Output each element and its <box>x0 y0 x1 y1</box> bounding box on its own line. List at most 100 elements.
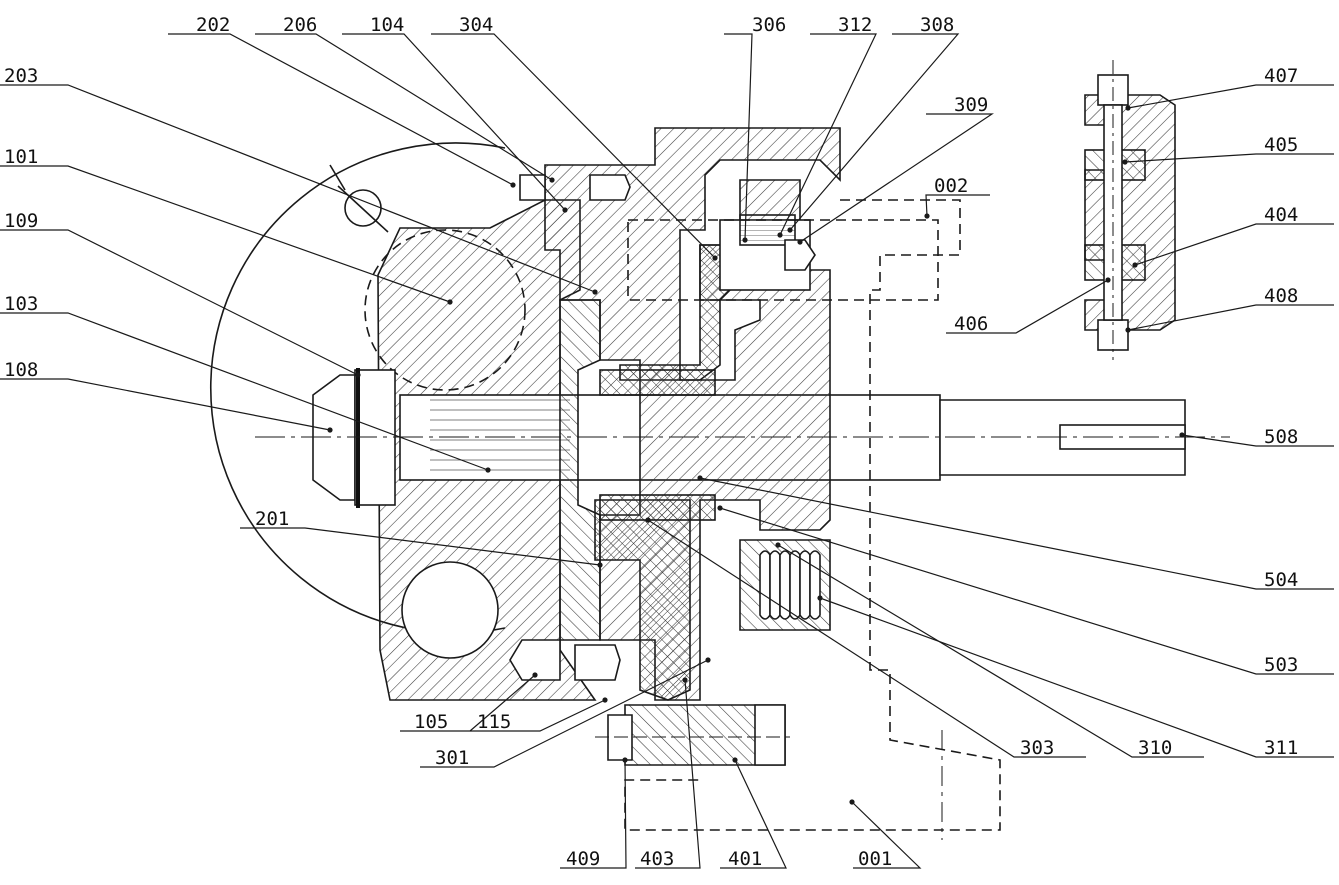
hidden-bore <box>364 229 526 391</box>
spring-coil <box>759 550 771 620</box>
leader-dot-310 <box>775 542 781 548</box>
part-label-403: 403 <box>640 848 674 870</box>
leader-dot-303 <box>645 517 651 523</box>
part-label-508: 508 <box>1264 426 1298 448</box>
part-label-301: 301 <box>435 747 469 769</box>
leader-dot-312 <box>777 232 783 238</box>
leader-201 <box>240 527 601 566</box>
part-label-408: 408 <box>1264 285 1298 307</box>
part-label-405: 405 <box>1264 134 1298 156</box>
keyway <box>1059 424 1186 450</box>
leader-dot-401 <box>732 757 738 763</box>
leader-dot-404 <box>1132 262 1138 268</box>
leader-dot-103 <box>485 467 491 473</box>
seal-ring <box>356 368 360 508</box>
leader-dot-308 <box>787 227 793 233</box>
leader-dot-405 <box>1122 159 1128 165</box>
spring-coil <box>769 550 781 620</box>
detail-housing <box>1084 94 1176 331</box>
piston-ring-bottom <box>599 494 716 521</box>
leader-103 <box>0 312 489 471</box>
gear-nut <box>784 239 816 271</box>
piston-ring-top <box>599 369 716 396</box>
leader-lines <box>0 33 1334 869</box>
leader-310 <box>777 544 1204 758</box>
part-label-115: 115 <box>477 711 511 733</box>
port-circle <box>401 561 499 659</box>
spring-coil <box>789 550 801 620</box>
part-label-103: 103 <box>4 293 38 315</box>
part-label-409: 409 <box>566 848 600 870</box>
leader-dot-406 <box>1105 277 1111 283</box>
part-label-504: 504 <box>1264 569 1298 591</box>
leader-dot-101 <box>447 299 453 305</box>
part-label-303: 303 <box>1020 737 1054 759</box>
top-bolt <box>589 174 631 201</box>
part-label-109: 109 <box>4 210 38 232</box>
part-label-503: 503 <box>1264 654 1298 676</box>
leader-dot-202 <box>510 182 516 188</box>
leader-408 <box>1127 304 1334 331</box>
leader-203 <box>0 84 596 293</box>
part-label-306: 306 <box>752 14 786 36</box>
part-label-401: 401 <box>728 848 762 870</box>
part-label-104: 104 <box>370 14 404 36</box>
leader-401 <box>720 759 787 869</box>
part-label-312: 312 <box>838 14 872 36</box>
leader-406 <box>946 279 1109 334</box>
nut <box>754 704 786 766</box>
leader-108 <box>0 378 331 431</box>
leader-312 <box>779 33 877 236</box>
leader-304 <box>431 33 716 259</box>
leader-dot-407 <box>1125 105 1131 111</box>
leader-dot-115 <box>602 697 608 703</box>
leader-dot-304 <box>712 255 718 261</box>
leader-508 <box>1181 434 1334 447</box>
piston-lower <box>594 499 691 701</box>
part-label-201: 201 <box>255 508 289 530</box>
centerline <box>329 164 346 191</box>
part-label-108: 108 <box>4 359 38 381</box>
leader-dot-408 <box>1125 327 1131 333</box>
leader-dot-105 <box>532 672 538 678</box>
leader-dot-201 <box>597 562 603 568</box>
set-screw <box>509 639 561 681</box>
part-label-105: 105 <box>414 711 448 733</box>
leader-dot-301 <box>705 657 711 663</box>
centerline <box>337 185 389 233</box>
leader-404 <box>1134 223 1334 266</box>
part-label-304: 304 <box>459 14 493 36</box>
leader-301 <box>420 659 709 768</box>
part-label-407: 407 <box>1264 65 1298 87</box>
leader-dot-001 <box>849 799 855 805</box>
spring-coil <box>809 550 821 620</box>
part-label-309: 309 <box>954 94 988 116</box>
part-label-311: 311 <box>1264 737 1298 759</box>
leader-dot-104 <box>562 207 568 213</box>
leader-002 <box>925 194 990 217</box>
leader-206 <box>255 33 553 181</box>
leader-503 <box>719 507 1334 675</box>
leader-309 <box>799 113 994 243</box>
leader-dot-503 <box>717 505 723 511</box>
leader-109 <box>0 229 359 376</box>
part-label-203: 203 <box>4 65 38 87</box>
leader-405 <box>1124 153 1334 163</box>
leader-101 <box>0 165 451 303</box>
hidden-gearbox <box>627 219 939 301</box>
leader-311 <box>819 597 1334 758</box>
leader-403 <box>635 679 701 869</box>
part-label-206: 206 <box>283 14 317 36</box>
leader-dot-306 <box>742 237 748 243</box>
leader-504 <box>699 477 1334 590</box>
leader-dot-109 <box>355 372 361 378</box>
part-label-001: 001 <box>858 848 892 870</box>
cap-nut <box>574 644 621 681</box>
leader-dot-409 <box>622 757 628 763</box>
leader-308 <box>789 33 960 231</box>
part-label-202: 202 <box>196 14 230 36</box>
leader-001 <box>851 801 922 869</box>
